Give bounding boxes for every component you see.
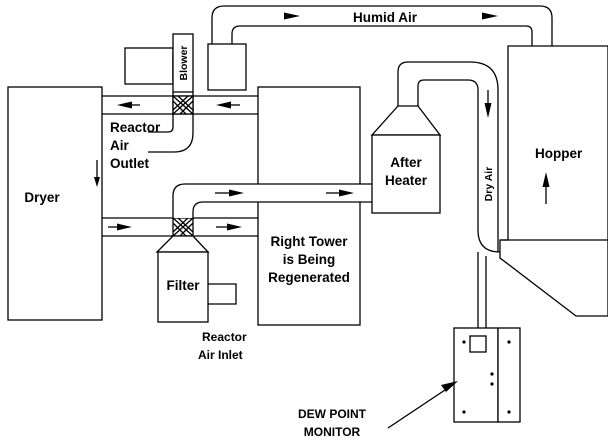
lower-valve-hatch xyxy=(172,217,194,237)
heater-supply-duct xyxy=(172,183,372,218)
reactor-air-outlet-line-2: Air xyxy=(110,138,130,153)
humid-air-duct xyxy=(211,5,553,46)
hopper-arrow xyxy=(542,172,550,187)
blower-motor xyxy=(124,47,174,85)
upper-valve-hatch xyxy=(172,95,194,115)
monitor-display xyxy=(469,335,487,353)
filter-hood xyxy=(155,235,210,253)
humid-air-label: Humid Air xyxy=(353,10,418,25)
humid-air-arrow xyxy=(284,12,300,20)
hopper-label: Hopper xyxy=(535,146,583,161)
upper-duct-arrow-2 xyxy=(216,101,231,109)
lower-duct-arrow xyxy=(117,223,132,231)
monitor-screw-5 xyxy=(507,340,511,344)
monitor-door xyxy=(453,327,499,423)
monitor-screw-6 xyxy=(507,410,511,414)
dry-air-arrow xyxy=(484,103,492,118)
dryer-box xyxy=(7,86,103,321)
reactor-air-inlet-line-1: Reactor xyxy=(202,330,247,344)
blower-column xyxy=(172,33,194,93)
monitor-pointer-head xyxy=(441,381,458,392)
right-tower-line-3: Regenerated xyxy=(268,270,350,285)
sensor-line xyxy=(477,252,487,328)
lower-duct-arrow-2 xyxy=(227,223,242,231)
monitor-screw-2 xyxy=(462,410,466,414)
after-heater-line-2: Heater xyxy=(385,173,428,188)
reactor-air-outlet-line-3: Outlet xyxy=(110,156,150,171)
dryer-arrow xyxy=(94,177,100,187)
monitor-pointer xyxy=(387,387,449,429)
monitor-screw xyxy=(462,340,466,344)
after-heater-line-1: After xyxy=(390,155,422,170)
right-tower-line-1: Right Tower xyxy=(271,234,349,249)
monitor-screw-3 xyxy=(490,372,494,376)
dry-air-label: Dry Air xyxy=(483,167,495,202)
hopper-body xyxy=(499,45,608,317)
upper-duct-arrow xyxy=(117,101,132,109)
blower-housing xyxy=(207,43,247,91)
after-heater-box xyxy=(371,134,441,214)
blower-label: Blower xyxy=(178,45,190,80)
right-tower-line-2: is Being xyxy=(283,252,336,267)
dew-point-monitor-line-2: MONITOR xyxy=(304,425,361,439)
reactor-air-outlet-line-1: Reactor xyxy=(110,120,161,135)
humid-air-arrow-2 xyxy=(482,12,498,20)
after-heater-hood xyxy=(370,105,442,136)
dry-air-duct xyxy=(397,61,501,253)
monitor-side xyxy=(497,327,521,423)
right-tower-box xyxy=(257,86,361,326)
heater-duct-arrow-2 xyxy=(339,189,354,197)
reactor-air-inlet-line-2: Air Inlet xyxy=(198,348,243,362)
dew-point-monitor-line-1: DEW POINT xyxy=(298,407,367,421)
filter-inlet xyxy=(208,283,237,305)
heater-duct-arrow xyxy=(229,189,244,197)
monitor-screw-4 xyxy=(490,382,494,386)
filter-box xyxy=(157,251,209,323)
filter-label: Filter xyxy=(166,278,200,293)
dryer-label: Dryer xyxy=(24,190,60,205)
